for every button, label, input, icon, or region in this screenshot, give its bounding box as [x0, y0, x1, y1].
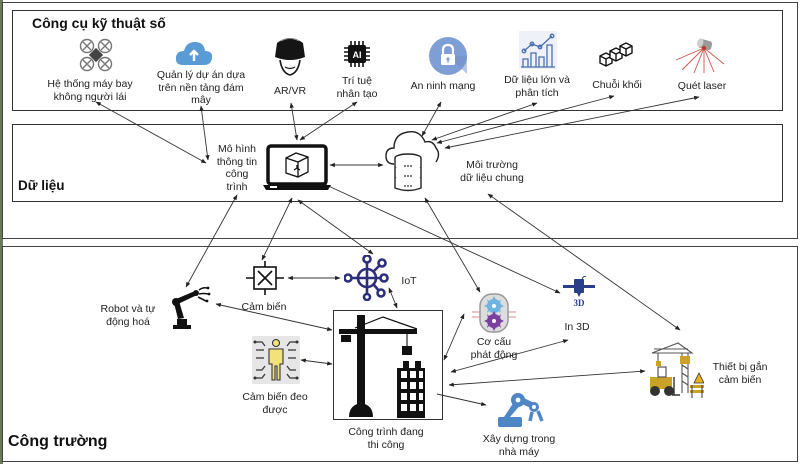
site-section-title: Công trường	[8, 433, 108, 450]
site-label-sensor: Cảm biến	[241, 301, 287, 313]
connection-arrow-construction-to-print3d	[450, 339, 569, 373]
connection-arrow-arvr-to-bim	[289, 102, 299, 141]
connection-arrow-cde-to-equipment	[487, 193, 681, 331]
crane-building-icon	[339, 315, 425, 418]
cloud-database-icon	[385, 131, 440, 192]
wearable-person-icon	[252, 336, 300, 384]
padlock-icon	[429, 37, 467, 75]
connection-arrow-laser-to-cde	[444, 95, 700, 150]
tool-label-arvr: AR/VR	[273, 85, 307, 97]
connection-arrow-cde-to-actuator	[424, 197, 481, 293]
ai-chip-icon: AI	[344, 41, 370, 67]
construction-site-box	[333, 310, 443, 420]
left-edge-strip	[0, 0, 3, 464]
connection-arrow-bim-to-iot	[297, 199, 374, 255]
tool-label-blockchain: Chuỗi khối	[592, 79, 642, 91]
vr-headset-icon	[275, 38, 305, 76]
connection-arrow-construction-to-actuator	[443, 313, 465, 361]
connection-arrow-wearable-to-construction	[300, 358, 333, 366]
tool-label-laser: Quét laser	[677, 80, 727, 92]
connection-arrow-iot-to-construction	[388, 287, 398, 309]
tools-section-title: Công cụ kỹ thuật số	[32, 15, 166, 31]
cloud-upload-icon	[175, 42, 213, 65]
data-section-title: Dữ liệu	[18, 178, 65, 193]
robot-arm-icon	[172, 286, 211, 329]
iot-network-icon	[344, 255, 389, 301]
drone-icon	[79, 38, 113, 72]
connection-arrow-bim-to-sensor	[261, 197, 293, 261]
3d-printer-icon: 3D	[563, 275, 595, 307]
sensor-equipment-icon	[650, 342, 704, 398]
connection-arrow-drone-to-bim	[95, 101, 207, 164]
svg-text:3D: 3D	[574, 298, 586, 307]
svg-text:AI: AI	[353, 50, 362, 60]
bar-line-chart-icon	[519, 31, 557, 69]
laser-scanner-icon	[675, 38, 725, 74]
blockchain-cubes-icon	[599, 42, 633, 67]
sensor-icon	[246, 261, 284, 295]
connection-arrow-robot-to-construction	[215, 302, 333, 332]
connection-arrow-bigdata-to-cde	[431, 102, 538, 141]
connection-arrow-construction-to-equipment	[448, 369, 646, 387]
laptop-cube-icon	[263, 144, 331, 190]
gear-actuator-icon	[472, 293, 516, 333]
tools-section-box	[12, 10, 783, 111]
connection-arrow-cloud-pm-to-bim	[199, 105, 210, 161]
connection-arrow-bim-to-robot	[185, 194, 238, 288]
tool-label-security: An ninh mạng	[410, 80, 476, 92]
connection-arrow-ai-to-bim	[299, 101, 358, 141]
factory-robot-arm-icon	[498, 393, 544, 427]
site-label-iot: IoT	[401, 275, 417, 287]
site-label-print3d: In 3D	[564, 321, 590, 333]
connection-arrow-construction-to-offsite	[436, 393, 487, 407]
